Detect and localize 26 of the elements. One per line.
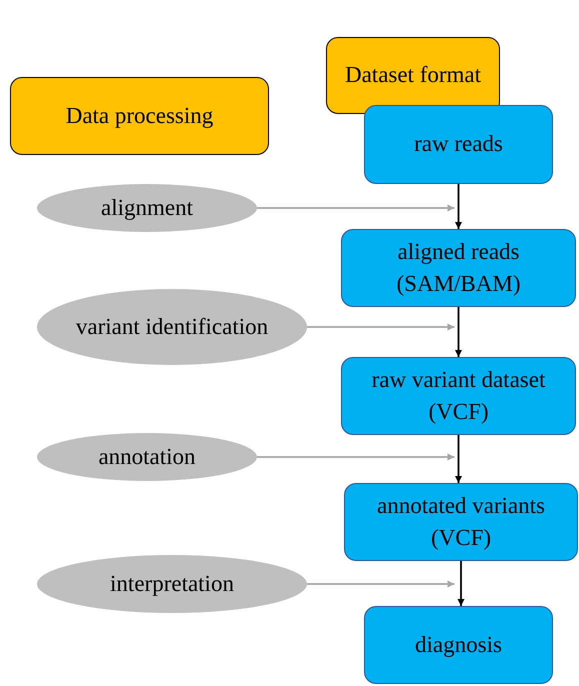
node-label: Data processing xyxy=(64,102,214,130)
connector-arrow xyxy=(455,184,462,229)
connector-arrow xyxy=(257,454,454,460)
format-box xyxy=(341,229,576,307)
node-label: raw reads xyxy=(413,130,504,158)
node-label: interpretation xyxy=(109,570,235,598)
format-box xyxy=(341,357,576,435)
node-label: aligned reads (SAM/BAM) xyxy=(396,238,522,298)
node-label: alignment xyxy=(100,194,194,222)
connector-arrow xyxy=(307,580,454,588)
connector-arrow xyxy=(455,435,462,483)
format-box xyxy=(364,606,553,684)
node-label: diagnosis xyxy=(414,630,503,659)
category-header-box xyxy=(326,37,500,114)
connector-arrow xyxy=(458,561,464,606)
node-label: Dataset format xyxy=(344,61,482,90)
connector-arrow xyxy=(257,204,454,212)
node-label: raw variant dataset (VCF) xyxy=(370,366,546,426)
node-label: annotated variants (VCF) xyxy=(376,492,546,552)
connector-arrow xyxy=(307,324,454,330)
node-label: annotation xyxy=(97,442,197,471)
node-label: variant identification xyxy=(74,312,270,341)
format-box xyxy=(344,483,578,561)
connector-arrow xyxy=(455,307,462,357)
format-box xyxy=(364,105,553,184)
category-header-box xyxy=(10,77,269,155)
